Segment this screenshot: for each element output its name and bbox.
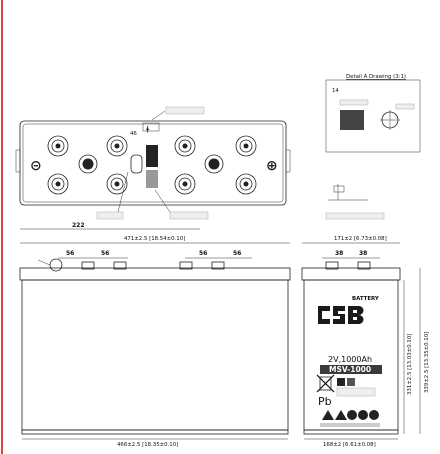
terminal-spacing: 38 xyxy=(359,250,367,257)
terminal-post xyxy=(113,261,127,270)
lead-pb: Pb xyxy=(318,395,332,408)
terminal-spacing: 56 xyxy=(199,250,207,257)
battery-model: MSV-1000 xyxy=(329,365,371,374)
front-body xyxy=(21,279,289,431)
detail-bar xyxy=(339,99,369,106)
warning-icons xyxy=(322,410,379,420)
battery-rating: 2V,1000Ah xyxy=(328,355,372,364)
vent-cap-icon xyxy=(204,154,224,174)
battery-brand-sub: BATTERY xyxy=(352,296,379,302)
annotation-label-block xyxy=(165,106,205,115)
terminal-icon xyxy=(47,135,69,157)
terminal-post xyxy=(357,261,371,270)
front-view: 471±2.5 [18.54±0.10] 56 56 56 56 466±2.5… xyxy=(19,236,291,448)
csb-logo-icon xyxy=(318,306,364,324)
terminal-icon xyxy=(106,173,128,195)
terminal-icon xyxy=(47,173,69,195)
terminal-post xyxy=(81,261,95,270)
detail-mark: 14 xyxy=(332,88,339,94)
warning-text-block xyxy=(336,387,376,397)
terminal-icon xyxy=(174,173,196,195)
vent-cap-icon xyxy=(78,154,98,174)
side-lid xyxy=(301,267,401,281)
lift-lug-icon xyxy=(49,258,63,272)
side-view: 171±2 [6.73±0.08] 38 38 168±2 [6.61±0.08… xyxy=(301,236,430,448)
terminal-post xyxy=(325,261,339,270)
top-view-notch-left xyxy=(15,149,21,173)
annotation-label-block xyxy=(96,211,124,220)
top-view-inner xyxy=(22,123,284,203)
side-mark: 46 xyxy=(130,131,137,137)
front-lid xyxy=(19,267,291,281)
terminal-spacing: 56 xyxy=(233,250,241,257)
leader-line xyxy=(117,171,129,213)
model-plate xyxy=(320,365,382,374)
terminal-post xyxy=(211,261,225,270)
terminal-icon xyxy=(235,135,257,157)
side-height-1: 331±2.5 [13.03±0.10] xyxy=(407,334,413,395)
terminal-icon xyxy=(174,135,196,157)
front-body-base xyxy=(21,429,289,435)
front-dim-top: 471±2.5 [18.54±0.10] xyxy=(124,236,185,242)
annotation-label-block xyxy=(169,211,209,220)
front-dim-bottom: 466±2.5 [18.35±0.10] xyxy=(117,442,178,448)
terminal-icon xyxy=(235,173,257,195)
terminal-spacing: 38 xyxy=(335,250,343,257)
detail-frame xyxy=(325,79,421,153)
top-mark-box xyxy=(142,122,160,132)
center-label-text xyxy=(146,170,158,188)
side-dim-bottom: 168±2 [6.61±0.08] xyxy=(323,442,376,448)
detail-bar xyxy=(395,103,415,110)
side-body-base xyxy=(303,429,399,435)
leader-line xyxy=(154,189,171,213)
center-window xyxy=(130,154,143,174)
terminal-post xyxy=(179,261,193,270)
leader-line xyxy=(151,110,166,121)
top-view-notch-right xyxy=(285,149,291,173)
side-height-2: 339±2.5 [13.35±0.10] xyxy=(424,332,430,393)
annotation-label-block xyxy=(325,212,385,220)
terminal-icon xyxy=(106,135,128,157)
positive-polarity-icon: ⊕ xyxy=(266,158,278,174)
top-view-width: 222 xyxy=(72,222,85,229)
top-mark-plus: ╋ xyxy=(145,125,150,133)
detail-a: Detail A Drawing (3:1) 14 xyxy=(325,74,421,220)
side-dim-top: 171±2 [6.73±0.08] xyxy=(334,236,387,242)
terminal-spacing: 56 xyxy=(66,250,74,257)
top-view: ⊝ ⊕ ╋ 46 222 xyxy=(15,106,291,230)
detail-step-box xyxy=(333,185,345,193)
detail-section xyxy=(340,110,364,130)
maker-line-block xyxy=(320,423,380,427)
terminal-spacing: 56 xyxy=(101,250,109,257)
recycle-icon xyxy=(337,378,355,386)
detail-title: Detail A Drawing (3:1) xyxy=(346,74,406,80)
lift-lug-leader xyxy=(37,259,51,266)
negative-polarity-icon: ⊝ xyxy=(30,158,42,174)
bin-icon xyxy=(316,374,335,393)
center-label-logo xyxy=(146,145,158,167)
